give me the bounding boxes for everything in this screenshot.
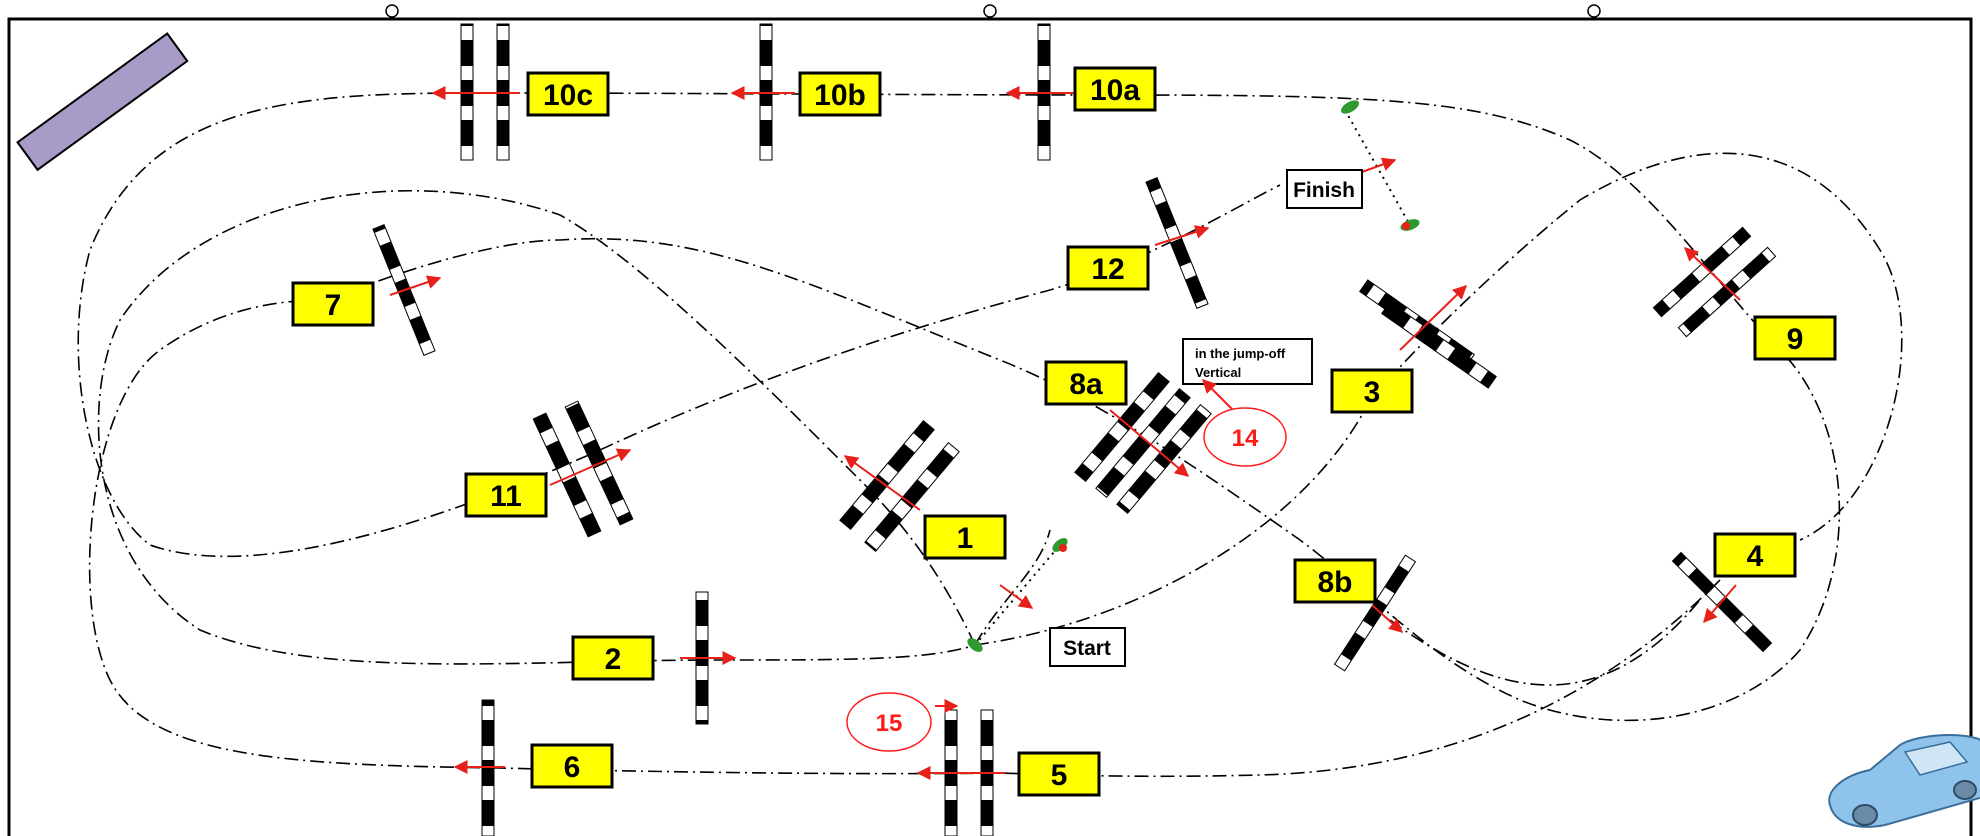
svg-text:2: 2 xyxy=(605,643,622,676)
svg-text:in the jump-off: in the jump-off xyxy=(1195,346,1286,361)
arena-border xyxy=(7,17,1973,836)
fence-9 xyxy=(1652,226,1777,338)
svg-text:10a: 10a xyxy=(1090,74,1140,107)
fence-11 xyxy=(532,400,634,538)
direction-arrow xyxy=(1154,225,1210,246)
direction-arrow xyxy=(549,448,632,486)
svg-text:10b: 10b xyxy=(814,79,866,112)
obstacle-label-8a: 8a xyxy=(1044,360,1128,406)
fence-7 xyxy=(372,224,442,356)
obstacle-label-4: 4 xyxy=(1713,532,1797,578)
direction-arrow xyxy=(1399,285,1468,351)
jumpoff-marker-14: 14 xyxy=(1202,379,1287,467)
obstacle-label-5: 5 xyxy=(1017,751,1101,797)
svg-text:8a: 8a xyxy=(1069,368,1103,401)
svg-text:10c: 10c xyxy=(543,79,593,112)
fence-8a xyxy=(1074,372,1212,514)
fence-10a xyxy=(1005,23,1075,161)
finish-label: Finish xyxy=(1286,169,1363,209)
svg-text:1: 1 xyxy=(957,522,974,555)
fence-4 xyxy=(1671,551,1773,653)
svg-text:11: 11 xyxy=(490,480,522,513)
obstacle-label-10c: 10c xyxy=(526,71,610,117)
svg-text:9: 9 xyxy=(1787,323,1804,356)
obstacle-label-7: 7 xyxy=(291,281,375,327)
svg-text:15: 15 xyxy=(876,710,903,737)
svg-text:Vertical: Vertical xyxy=(1195,365,1241,380)
obstacle-label-9: 9 xyxy=(1753,315,1837,361)
jumpoff-note: in the jump-off Vertical xyxy=(1182,338,1313,385)
post-marker xyxy=(385,4,399,18)
obstacle-label-3: 3 xyxy=(1330,368,1414,414)
obstacle-label-11: 11 xyxy=(464,472,548,518)
obstacle-label-12: 12 xyxy=(1066,245,1150,291)
svg-text:12: 12 xyxy=(1091,253,1124,286)
fence-3 xyxy=(1359,279,1497,389)
fence-1 xyxy=(839,420,960,552)
fence-12 xyxy=(1145,177,1210,309)
judge-box xyxy=(16,32,189,172)
direction-arrow xyxy=(1703,584,1737,624)
direction-arrow xyxy=(389,275,442,296)
post-marker xyxy=(983,4,997,18)
post-marker xyxy=(1587,4,1601,18)
svg-text:7: 7 xyxy=(325,289,342,322)
fence-5 xyxy=(916,709,1005,836)
obstacle-label-2: 2 xyxy=(571,635,655,681)
svg-text:14: 14 xyxy=(1232,425,1259,452)
car-icon xyxy=(1828,733,1980,828)
svg-text:8b: 8b xyxy=(1317,566,1352,599)
jumpoff-marker-15: 15 xyxy=(846,692,959,752)
start-finish-lines xyxy=(974,109,1411,646)
svg-text:5: 5 xyxy=(1051,759,1068,792)
obstacle-label-8b: 8b xyxy=(1293,558,1377,604)
start-label: Start xyxy=(1049,627,1126,667)
fence-8b xyxy=(1333,554,1417,672)
svg-text:4: 4 xyxy=(1747,540,1764,573)
fence-10c xyxy=(431,23,520,161)
svg-text:Finish: Finish xyxy=(1293,179,1355,202)
svg-text:Start: Start xyxy=(1063,637,1111,660)
flag-markers xyxy=(967,100,1420,652)
obstacle-label-10a: 10a xyxy=(1073,66,1157,112)
fence-10b xyxy=(730,23,795,161)
direction-arrow xyxy=(843,455,921,511)
obstacle-label-1: 1 xyxy=(923,514,1007,560)
direction-arrow xyxy=(1683,247,1741,301)
start-arrow xyxy=(999,584,1034,609)
fence-6 xyxy=(453,699,505,836)
svg-text:3: 3 xyxy=(1364,376,1381,409)
obstacle-label-6: 6 xyxy=(530,743,614,789)
direction-arrow xyxy=(1371,604,1404,633)
fence-2 xyxy=(680,591,737,725)
finish-arrow xyxy=(1361,157,1397,173)
obstacle-label-10b: 10b xyxy=(798,71,882,117)
course-route xyxy=(77,92,1903,778)
direction-arrow xyxy=(1109,409,1190,477)
svg-text:6: 6 xyxy=(564,751,581,784)
